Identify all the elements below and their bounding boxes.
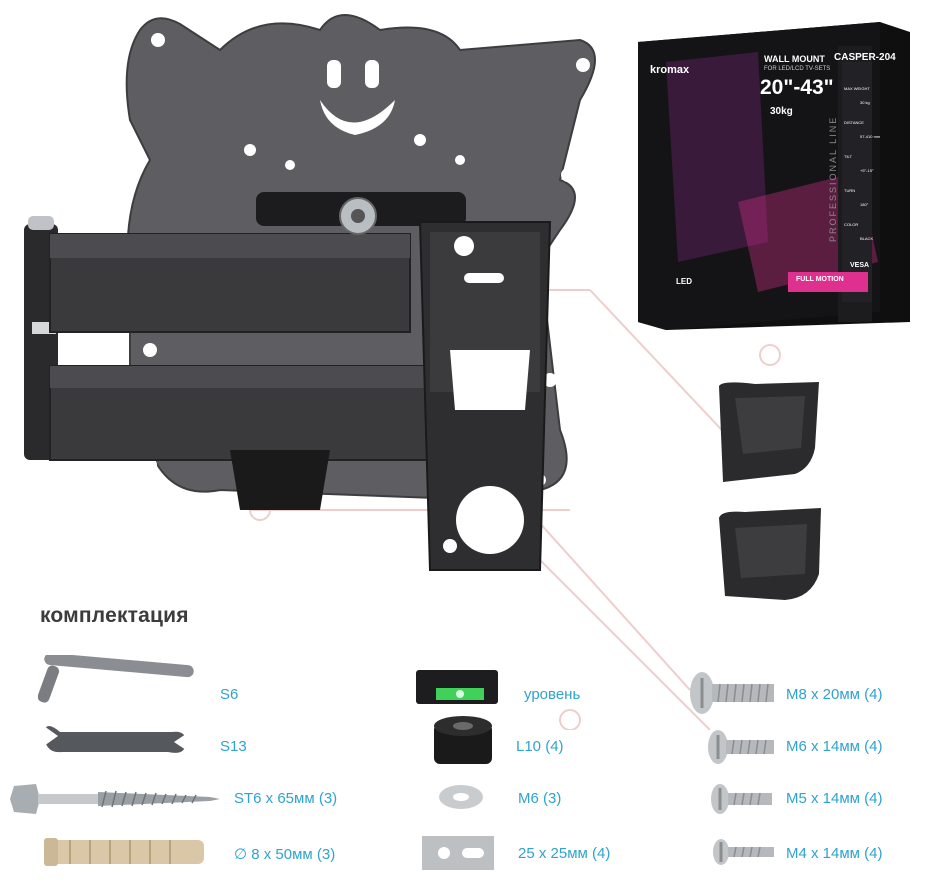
label-spacer: L10 (4) — [516, 738, 564, 755]
spec-label: MAX WEIGHT — [844, 86, 870, 91]
section-title: комплектация — [40, 604, 189, 627]
bolt-m5-icon — [711, 784, 772, 814]
label-bolt-m4: M4 x 14мм (4) — [786, 845, 883, 862]
wall-anchor-icon — [44, 838, 204, 866]
washer-icon — [439, 785, 483, 809]
hex-key-icon — [38, 655, 194, 703]
label-wrench: S13 — [220, 738, 247, 755]
label-wall-anchor: ∅ 8 x 50мм (3) — [234, 846, 336, 863]
smiley-face — [320, 60, 395, 135]
wrench-icon — [44, 726, 186, 753]
label-bolt-m6: M6 x 14мм (4) — [786, 738, 883, 755]
spirit-level-icon — [416, 670, 498, 704]
box-size: 20"-43" — [760, 76, 834, 99]
tv-bracket-image — [24, 14, 596, 571]
spec-label: TILT — [844, 154, 852, 159]
spec-value: 30 kg — [860, 100, 870, 105]
spec-value: 57-410 mm — [860, 134, 881, 139]
label-plate: 25 x 25мм (4) — [518, 845, 611, 862]
plate-icon — [422, 836, 494, 870]
bolt-m6-icon — [708, 730, 774, 764]
rubber-pads-image — [719, 382, 821, 600]
label-hex-key: S6 — [220, 686, 239, 703]
label-bolt-m8: M8 x 20мм (4) — [786, 686, 883, 703]
box-heading: WALL MOUNT — [764, 54, 825, 64]
box-led: LED — [676, 277, 692, 286]
box-specs: MAX WEIGHT DISTANCE TILT TURN COLOR — [844, 72, 870, 242]
box-spec-values: 30 kg 57-410 mm +5°-15° 180° BLACK — [860, 86, 880, 256]
lag-screw-icon — [10, 784, 220, 814]
product-box: kromax WALL MOUNT FOR LED/LCD TV-SETS CA… — [638, 22, 910, 330]
box-subheading: FOR LED/LCD TV-SETS — [764, 66, 831, 72]
box-max-weight: 30kg — [770, 106, 793, 117]
spec-value: 180° — [860, 202, 869, 207]
spec-value: BLACK — [860, 236, 874, 241]
bolt-m4-icon — [713, 839, 774, 865]
box-vesa: VESA — [850, 262, 870, 269]
box-feature: FULL MOTION — [796, 276, 844, 283]
spec-label: DISTANCE — [844, 120, 864, 125]
spec-label: COLOR — [844, 222, 859, 227]
label-bolt-m5: M5 x 14мм (4) — [786, 790, 883, 807]
box-side-text: PROFESSIONAL LINE — [828, 115, 838, 242]
label-spirit-level: уровень — [524, 686, 581, 703]
spec-label: TURN — [844, 188, 856, 193]
bolt-m8-icon — [690, 672, 774, 714]
box-model: CASPER-204 — [834, 52, 896, 63]
spacer-icon — [434, 716, 492, 764]
label-washer: M6 (3) — [518, 790, 562, 807]
spec-value: +5°-15° — [860, 168, 874, 173]
box-brand: kromax — [650, 64, 690, 76]
label-lag-screw: ST6 x 65мм (3) — [234, 790, 338, 807]
